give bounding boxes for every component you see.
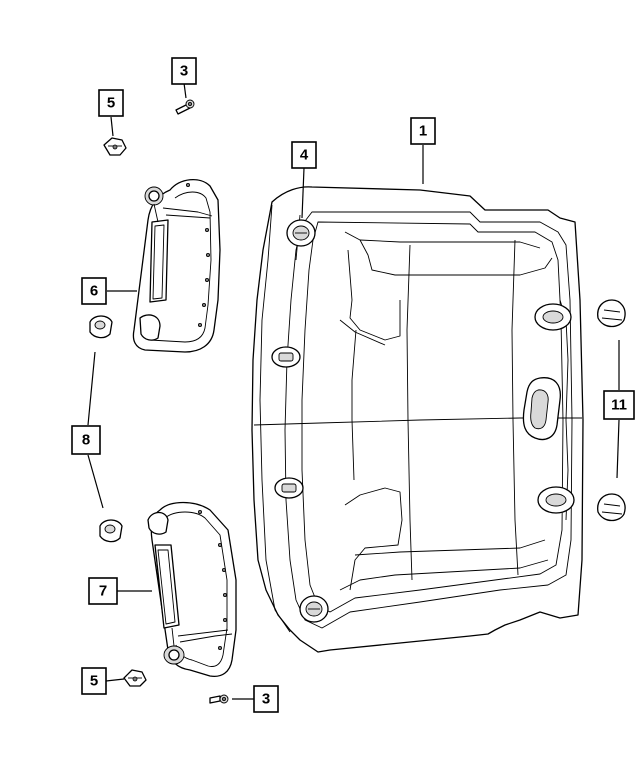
callout-11: 11 — [603, 390, 635, 420]
headliner-dome-light-opening — [522, 377, 561, 441]
retainer-clip-lower — [597, 493, 626, 522]
visor-clip-top — [103, 137, 127, 156]
headliner-rear-mount-lower — [537, 486, 575, 514]
headliner — [251, 186, 584, 653]
callout-3-bottom-label: 3 — [262, 691, 270, 708]
headliner-grab-handle-recess-lower — [274, 477, 304, 499]
callout-5-top: 5 — [98, 89, 124, 117]
callout-4: 4 — [291, 141, 317, 169]
callout-5-bottom: 5 — [81, 667, 107, 695]
callout-1-label: 1 — [419, 123, 427, 140]
leader-8-up — [87, 351, 96, 426]
callout-6: 6 — [81, 277, 107, 305]
headliner-rear-mount-upper — [534, 303, 572, 331]
visor-retainer-lower — [99, 519, 123, 543]
retainer-clip-upper — [597, 299, 626, 328]
callout-3-top-label: 3 — [180, 63, 188, 80]
visor-clip-bottom — [123, 669, 147, 687]
callout-3-top: 3 — [171, 57, 197, 85]
leader-5-bottom — [105, 678, 125, 682]
headliner-mount-upper-left — [286, 219, 316, 247]
leader-8-down — [87, 454, 104, 509]
callout-6-label: 6 — [90, 283, 98, 300]
callout-5-top-label: 5 — [107, 95, 115, 112]
screw-bottom — [209, 694, 229, 704]
sun-visor-left — [132, 179, 221, 353]
headliner-mount-lower-left — [299, 595, 329, 623]
callout-8-label: 8 — [82, 432, 90, 449]
leader-11-down — [616, 419, 620, 479]
callout-5-bottom-label: 5 — [90, 673, 98, 690]
callout-4-label: 4 — [300, 147, 309, 164]
callout-11-label: 11 — [611, 397, 627, 414]
visor-retainer-upper — [89, 315, 113, 339]
callout-3-bottom: 3 — [253, 685, 279, 713]
callout-7-label: 7 — [99, 583, 107, 600]
leader-5-top — [110, 116, 114, 137]
leader-3-top — [183, 82, 187, 99]
callout-8: 8 — [71, 425, 101, 455]
screw-top — [175, 99, 195, 115]
sun-visor-right — [147, 501, 237, 678]
headliner-grab-handle-recess-upper — [271, 346, 301, 368]
callout-1: 1 — [410, 117, 436, 145]
leader-4 — [301, 167, 305, 219]
callout-7: 7 — [88, 577, 118, 605]
